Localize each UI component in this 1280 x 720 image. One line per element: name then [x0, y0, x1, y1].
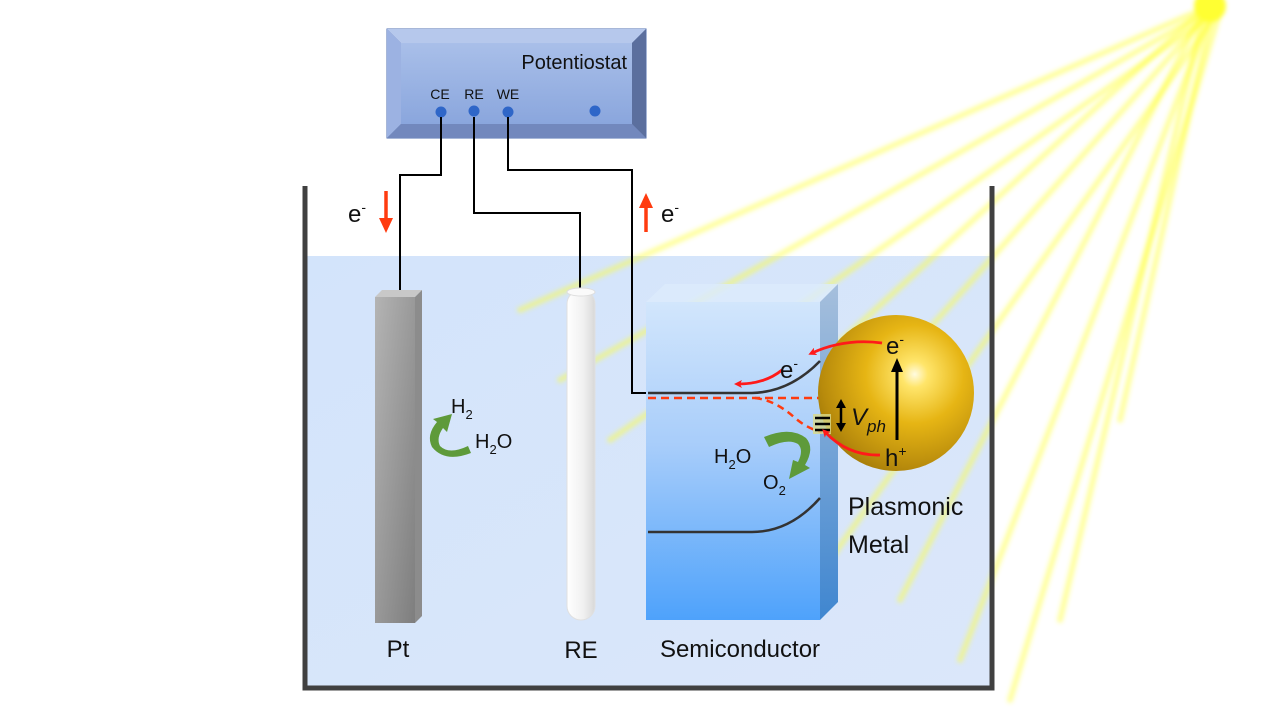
photovoltage-double-arrow-icon — [836, 399, 846, 432]
wires — [399, 117, 648, 394]
band-electron-label: e- — [780, 355, 798, 384]
charge-transfer-arrows — [734, 340, 883, 457]
terminal-ce-label: CE — [430, 86, 449, 102]
hydrogen-evolution-arrow-icon — [429, 414, 471, 457]
wire-we — [507, 117, 648, 394]
h2-product-label: H2 — [451, 396, 473, 422]
h2o-cathode-label: H2O — [475, 431, 512, 457]
semiconductor-label: Semiconductor — [660, 636, 820, 663]
re-label: RE — [564, 637, 597, 664]
conduction-band — [648, 360, 821, 395]
current-right-label: e- — [661, 199, 679, 228]
current-up-arrow-icon — [639, 193, 653, 232]
terminal-ce[interactable] — [435, 106, 447, 118]
valence-band — [648, 497, 821, 534]
quasi-fermi-level — [754, 396, 823, 434]
light-ray — [517, 5, 1208, 313]
hole-transfer-arrow-icon — [822, 429, 881, 457]
electron-injection-arrow-icon — [808, 340, 883, 355]
hot-hole-label: h+ — [885, 443, 907, 472]
beaker — [302, 186, 995, 691]
light-ray — [957, 5, 1216, 663]
surface-states-icon — [813, 414, 831, 434]
semiconductor-electrode — [646, 284, 838, 620]
light-ray — [897, 5, 1208, 603]
pt-label: Pt — [387, 636, 410, 663]
photovoltage-label: Vph — [851, 404, 886, 436]
light-ray — [1057, 5, 1208, 623]
wire-re — [473, 117, 581, 290]
oxygen-evolution-arrow-icon — [764, 431, 811, 479]
potentiostat[interactable]: Potentiostat CE RE WE — [386, 28, 647, 139]
hot-electron-label: e- — [886, 331, 904, 360]
terminal-re[interactable] — [468, 105, 480, 117]
terminal-we[interactable] — [502, 106, 514, 118]
h2o-anode-label: H2O — [714, 446, 751, 472]
plasmonic-metal-label-line2: Metal — [848, 531, 909, 559]
electron-transport-arrow-icon — [734, 368, 783, 388]
terminal-we-label: WE — [497, 86, 520, 102]
wire-ce — [399, 117, 442, 290]
potentiostat-label: Potentiostat — [521, 52, 627, 74]
light-ray — [1117, 5, 1216, 423]
o2-product-label: O2 — [763, 472, 786, 498]
plasmonic-metal-label-line1: Plasmonic — [848, 493, 963, 521]
current-down-arrow-icon — [379, 191, 393, 233]
reference-electrode — [566, 287, 596, 621]
current-left-label: e- — [348, 199, 366, 228]
pt-electrode — [375, 290, 422, 623]
excitation-arrow-icon — [891, 358, 903, 440]
terminal-re-label: RE — [464, 86, 483, 102]
sun-glow-icon — [1194, 0, 1226, 22]
terminal-extra[interactable] — [589, 105, 601, 117]
sunlight-rays — [517, 0, 1226, 703]
